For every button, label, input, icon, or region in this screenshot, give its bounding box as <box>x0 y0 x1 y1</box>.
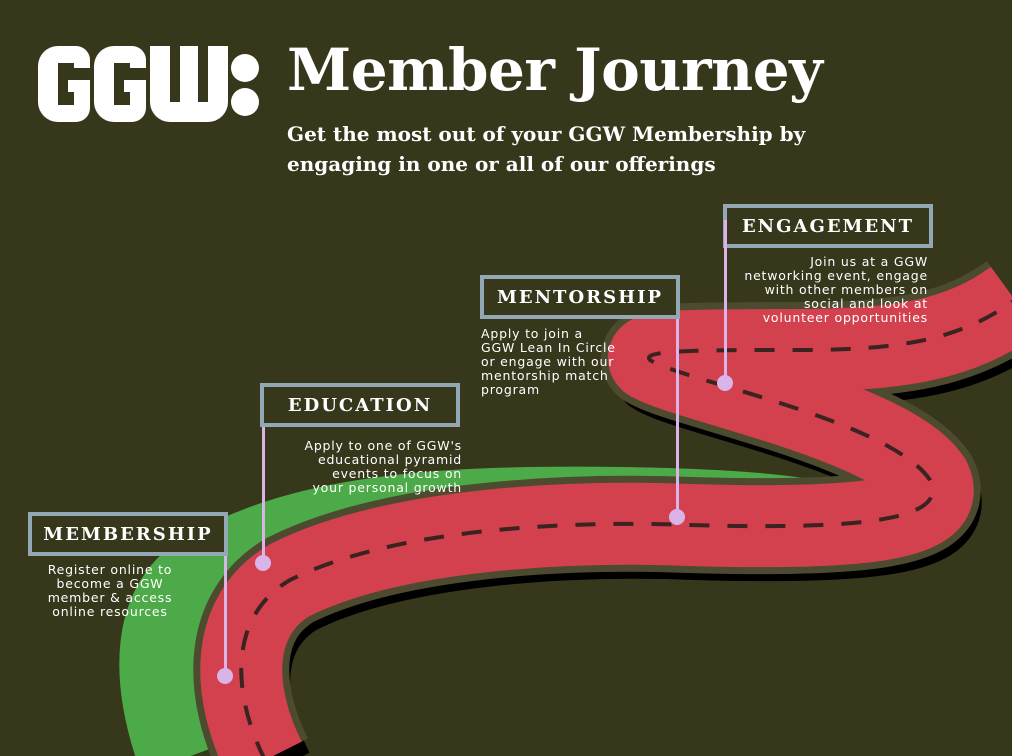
education-label: EDUCATION <box>260 383 460 427</box>
education-description: Apply to one of GGW's educational pyrami… <box>304 438 462 495</box>
membership-pin-line <box>224 556 227 674</box>
road-center-line <box>239 299 1012 756</box>
engagement-marker <box>717 375 733 391</box>
ggw-logo <box>38 46 259 122</box>
membership-description: Register online to become a GGW member &… <box>47 562 173 619</box>
membership-label: MEMBERSHIP <box>28 512 228 556</box>
mentorship-label: MENTORSHIP <box>480 275 680 319</box>
membership-marker <box>217 668 233 684</box>
engagement-pin-line <box>724 220 727 380</box>
page-subtitle: Get the most out of your GGW Membership … <box>287 122 806 176</box>
engagement-label: ENGAGEMENT <box>723 204 933 248</box>
mentorship-pin-line <box>676 319 679 513</box>
mentorship-marker <box>669 509 685 525</box>
education-pin-line <box>262 427 265 559</box>
page-title: Member Journey <box>287 36 823 104</box>
education-marker <box>255 555 271 571</box>
engagement-description: Join us at a GGW networking event, engag… <box>744 254 928 325</box>
mentorship-description: Apply to join a GGW Lean In Circle or en… <box>481 326 616 397</box>
